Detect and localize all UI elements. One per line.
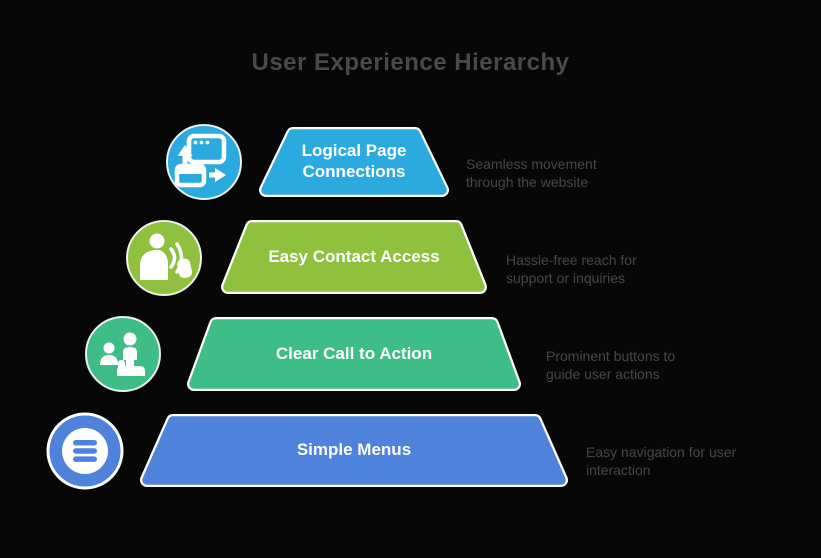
call-to-action-icon — [85, 316, 161, 392]
pyramid-tier-1-shape — [259, 127, 449, 197]
hamburger-menu-icon — [46, 412, 124, 490]
pyramid-tier-1-label: Logical Page Connections — [301, 141, 407, 181]
contact-support-icon — [126, 220, 202, 296]
page-title: User Experience Hierarchy — [251, 49, 570, 76]
pyramid-tier-2-label: Easy Contact Access — [268, 246, 440, 266]
page-connections-icon — [166, 124, 242, 200]
pyramid-tier-3-label: Clear Call to Action — [275, 343, 433, 363]
pyramid-tier-3-shape — [187, 317, 521, 391]
pyramid-tier-4-shape — [140, 414, 568, 487]
pyramid-tier-2-shape — [221, 220, 487, 294]
pyramid-tier-4-label: Simple Menus — [296, 440, 412, 460]
